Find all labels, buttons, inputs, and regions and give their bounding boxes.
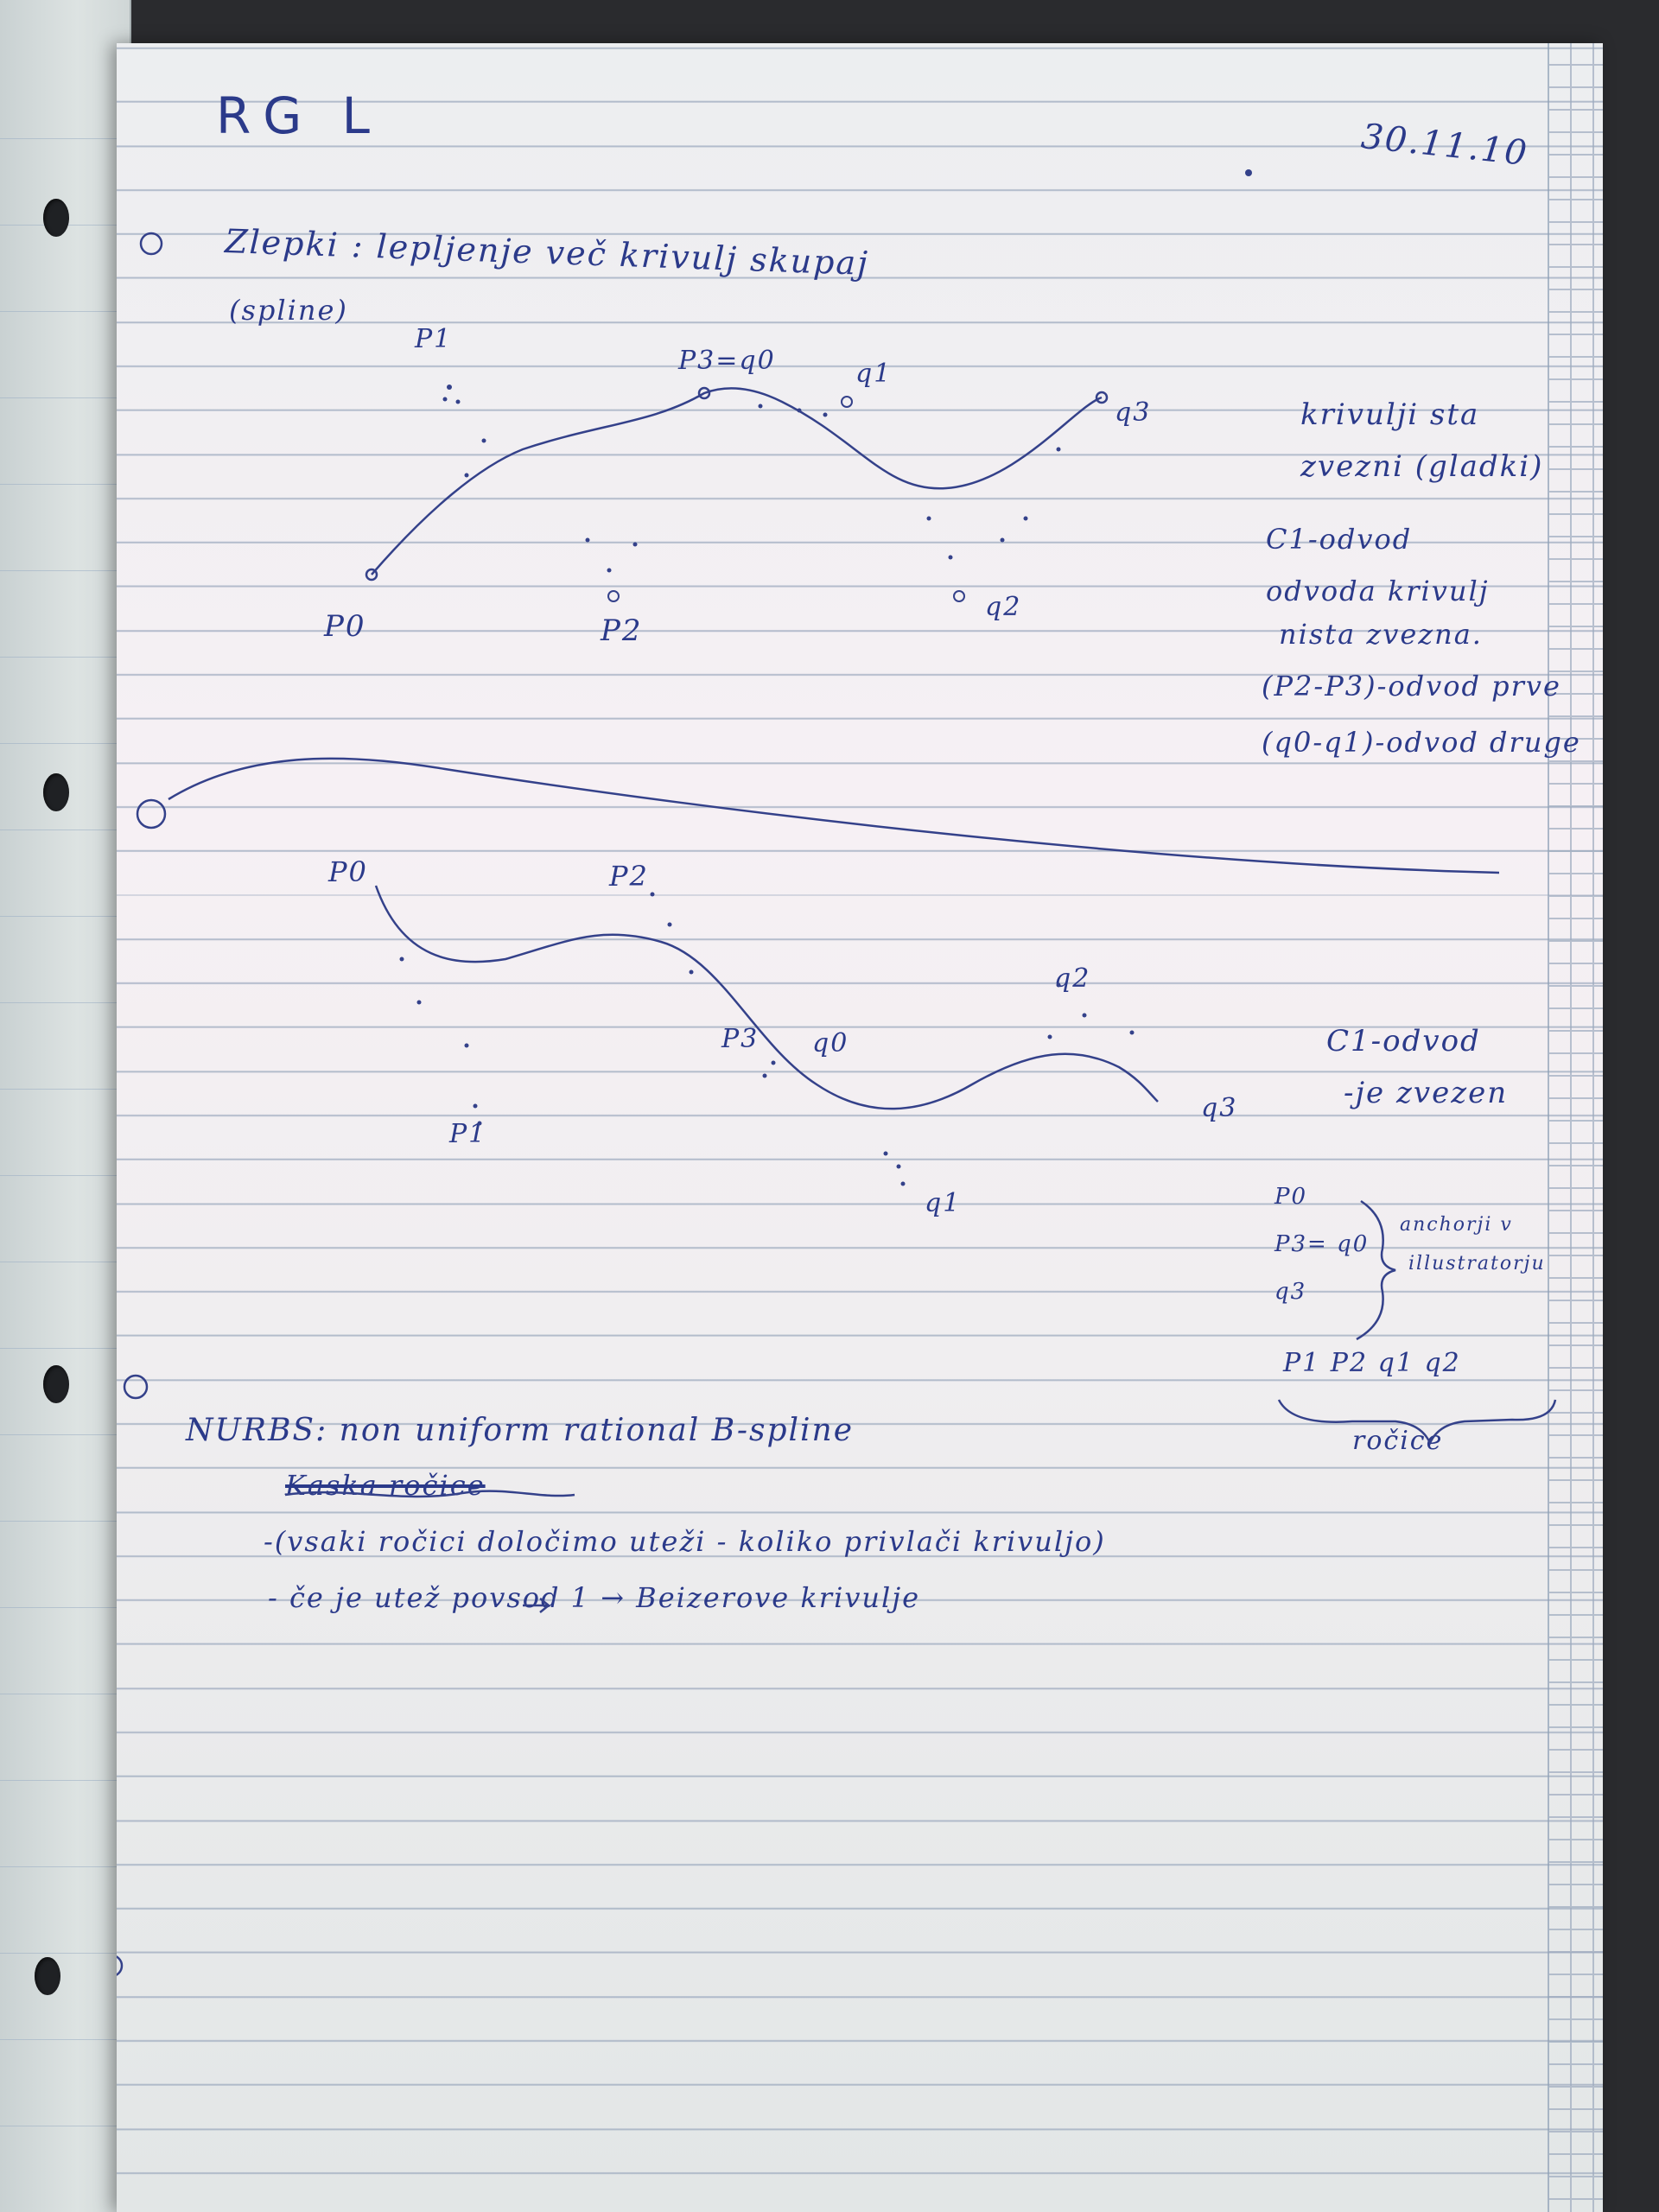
notebook-page: RG L 30.11.10 Zlepki : lepljenje več kri… — [117, 43, 1603, 2212]
bullet-circle — [117, 1955, 124, 1976]
anchors-label: illustratorju — [1408, 1253, 1546, 1274]
grid-margin — [1548, 43, 1603, 2212]
anchor-brace — [1356, 1199, 1396, 1341]
nurbs-line: - če je utež povsod 1 → Beizerove krivul… — [268, 1581, 921, 1614]
label-q2: q2 — [1054, 963, 1091, 994]
note-line: nista zvezna. — [1279, 618, 1483, 651]
label-p0: P0 — [328, 855, 368, 888]
handle-brace — [1277, 1399, 1557, 1446]
left-page-edge — [0, 0, 131, 2212]
spline-curve-2 — [374, 885, 1159, 1110]
strike-scribble — [284, 1490, 575, 1498]
anchor-point — [1095, 391, 1109, 404]
separator-line — [168, 757, 1500, 874]
label-p2: P2 — [609, 860, 649, 893]
label-q1: q1 — [855, 359, 893, 389]
handles-label: ročice — [1352, 1426, 1444, 1456]
note-line: zvezni (gladki) — [1300, 449, 1544, 484]
nurbs-line: -(vsaki ročici določimo uteži - koliko p… — [264, 1525, 1106, 1558]
handles-items: P1 P2 q1 q2 — [1283, 1348, 1461, 1378]
nurbs-heading: NURBS: non uniform rational B-spline — [186, 1413, 855, 1448]
note-line: (P2-P3)-odvod prve — [1262, 670, 1561, 702]
note-line: krivulji sta — [1300, 397, 1480, 432]
label-p3-q0: P3=q0 — [678, 346, 776, 376]
label-p3: P3 — [721, 1024, 760, 1054]
label-q3: q3 — [1115, 397, 1152, 428]
bullet-circle — [123, 1374, 149, 1400]
label-p2: P2 — [601, 613, 643, 648]
page-title: RG L — [216, 86, 382, 145]
control-dots — [399, 169, 1252, 1186]
anchor-item: P3= q0 — [1274, 1231, 1370, 1257]
spline-curve-1 — [371, 387, 1103, 575]
label-q0: q0 — [812, 1028, 849, 1058]
sketch-drawings — [117, 169, 1557, 1976]
note-line: C1-odvod — [1266, 523, 1413, 556]
note-line: -je zvezen — [1344, 1076, 1509, 1110]
anchor-item: P0 — [1274, 1184, 1308, 1210]
section1-subheading: (spline) — [229, 294, 348, 327]
punch-hole — [43, 199, 69, 237]
note-line: (q0-q1)-odvod druge — [1262, 726, 1581, 759]
anchors-label: anchorji v — [1400, 1214, 1513, 1236]
bullet-circle — [139, 232, 163, 256]
label-q3: q3 — [1201, 1093, 1238, 1123]
label-p0: P0 — [324, 609, 366, 644]
arrow-mark — [523, 1598, 551, 1613]
punch-hole — [35, 1957, 60, 1995]
label-q1: q1 — [925, 1188, 962, 1218]
note-line: odvoda krivulj — [1266, 575, 1490, 607]
punch-hole — [43, 1365, 69, 1403]
punch-hole — [43, 773, 69, 811]
anchor-item: q3 — [1274, 1279, 1307, 1305]
label-p1: P1 — [415, 324, 453, 354]
anchor-point — [697, 386, 711, 400]
bullet-circle — [136, 798, 167, 830]
label-q2: q2 — [985, 592, 1022, 622]
note-line: C1-odvod — [1326, 1024, 1481, 1058]
page-ruling — [117, 43, 1603, 2212]
anchor-point — [365, 568, 378, 582]
